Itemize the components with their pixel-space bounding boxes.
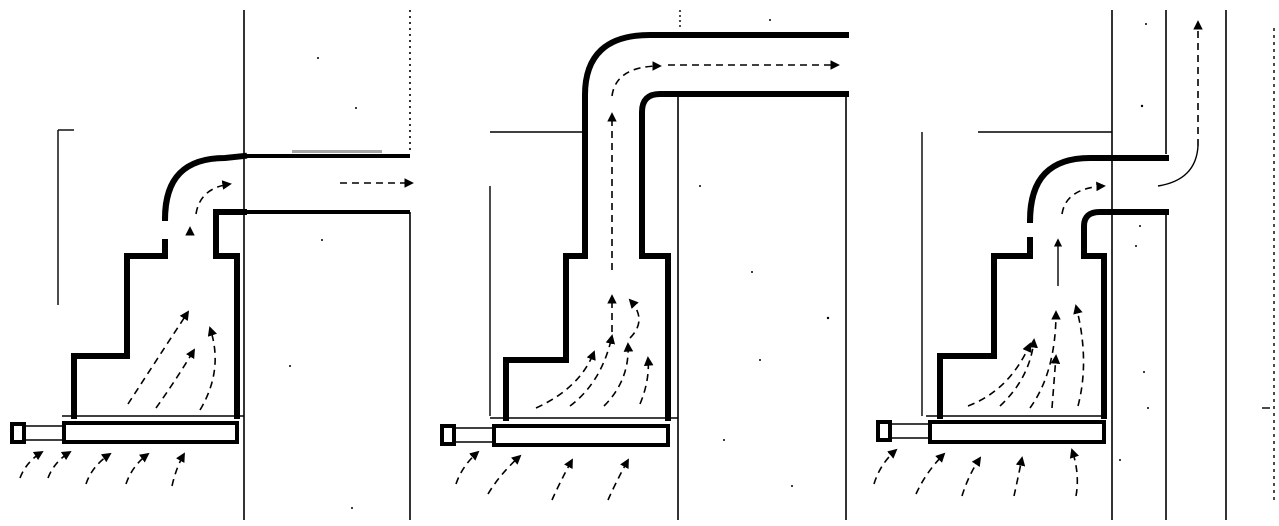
firebox-back-wall bbox=[1081, 237, 1107, 419]
arrow-icon bbox=[873, 20, 1203, 497]
arrow-icon bbox=[455, 60, 840, 501]
flue-outer-bend bbox=[1026, 155, 1169, 224]
firebox-back-wall bbox=[213, 239, 240, 419]
flue-inner-bend bbox=[1081, 209, 1169, 243]
burner-icon bbox=[876, 420, 1106, 444]
panel-2 bbox=[440, 10, 849, 520]
burner-icon bbox=[10, 421, 239, 444]
arrow-icon bbox=[19, 178, 414, 487]
flue-outer-bend bbox=[161, 152, 248, 222]
burner-icon bbox=[440, 424, 670, 447]
panel-1 bbox=[10, 10, 414, 520]
flue-inner-riser bbox=[639, 91, 849, 251]
flue-outer-riser bbox=[582, 32, 849, 251]
firebox-outline bbox=[503, 245, 588, 421]
panel-3 bbox=[873, 10, 1270, 520]
flue-inner-bend bbox=[213, 209, 247, 245]
firebox-outline bbox=[937, 237, 1033, 419]
firebox-back-wall bbox=[639, 245, 671, 421]
firebox-outline bbox=[71, 239, 168, 419]
